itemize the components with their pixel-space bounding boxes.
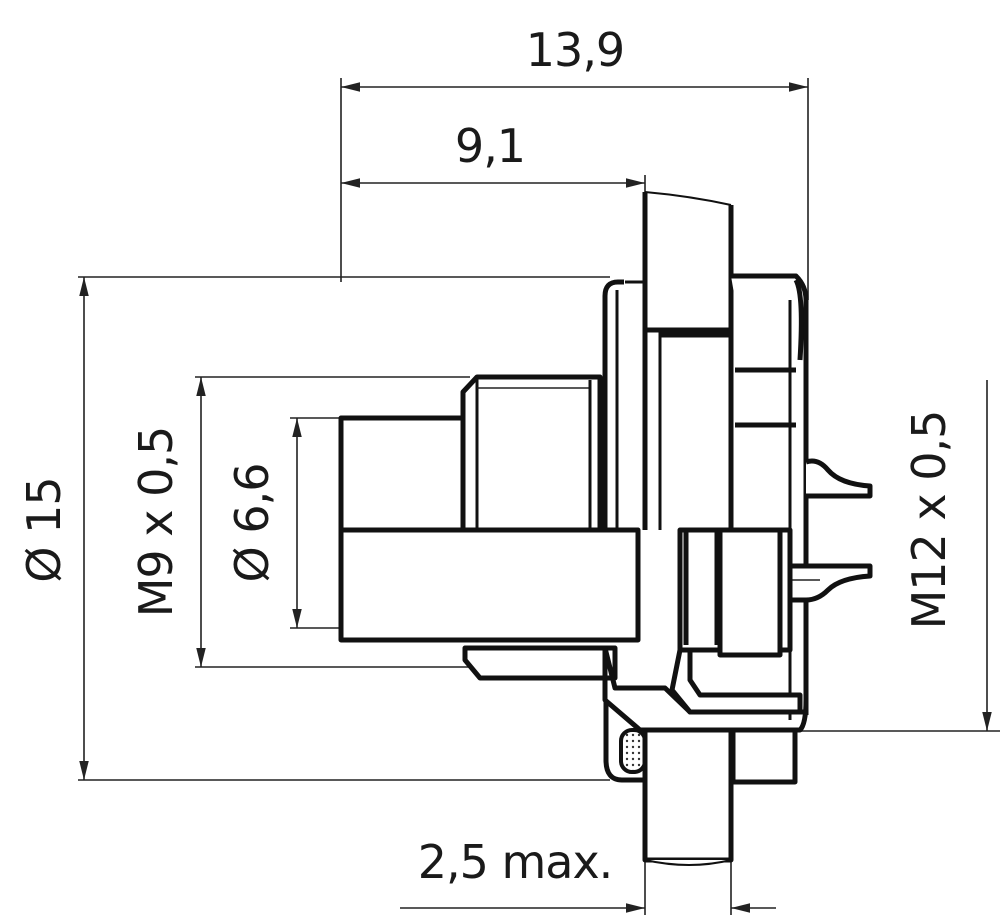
dimension-panel-thickness: 2,5 max. — [400, 835, 776, 915]
dimension-label-m9: M9 x 0,5 — [129, 427, 183, 618]
connector-body — [338, 191, 873, 866]
dimension-label-diameter-15: Ø 15 — [17, 477, 71, 582]
dimension-label-13-9: 13,9 — [526, 23, 624, 77]
dimension-flange-diameter: Ø 15 — [17, 276, 610, 781]
dimension-rear-thread: M12 x 0,5 — [800, 380, 1000, 732]
dimension-label-diameter-6-6: Ø 6,6 — [225, 464, 279, 583]
dimension-front-thread: M9 x 0,5 — [129, 376, 470, 668]
dimension-label-2-5-max: 2,5 max. — [418, 835, 613, 889]
dimension-pin-diameter: Ø 6,6 — [225, 417, 341, 629]
dimension-front-length: 9,1 — [341, 119, 646, 192]
dimension-label-m12: M12 x 0,5 — [902, 411, 956, 630]
dimension-label-9-1: 9,1 — [455, 119, 525, 173]
dimension-overall-length: 13,9 — [340, 23, 809, 300]
